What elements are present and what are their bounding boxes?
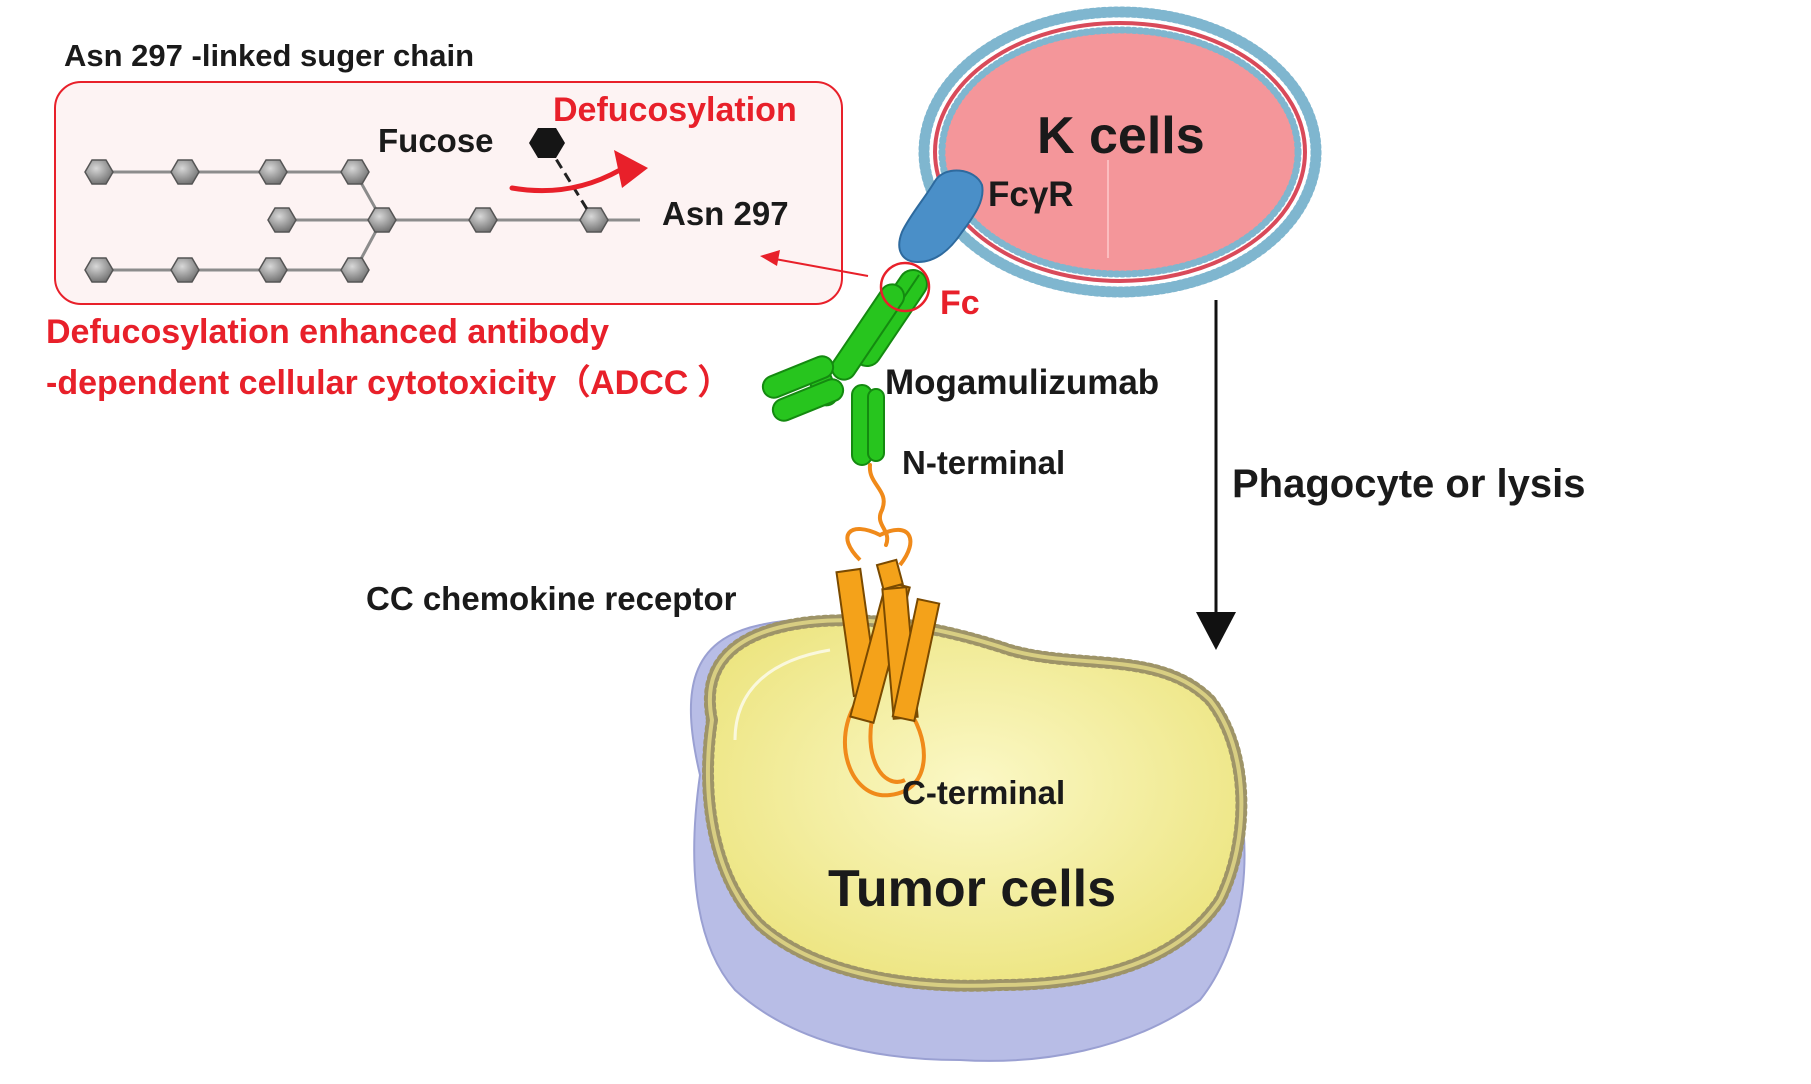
hexagon-sugar-icon	[170, 159, 200, 185]
curved-red-arrow-head	[614, 150, 648, 188]
fcgr-label: FcγR	[988, 175, 1074, 214]
sugar-units	[84, 159, 609, 283]
curved-red-arrow-icon	[509, 167, 623, 194]
hexagon-sugar-icon	[367, 207, 397, 233]
antibody	[761, 269, 928, 466]
fc-label: Fc	[940, 284, 980, 322]
hexagon-sugar-icon	[468, 207, 498, 233]
sugar-chain-panel	[54, 81, 843, 305]
fucose-bond	[546, 145, 592, 215]
hexagon-sugar-icon	[84, 159, 114, 185]
phagocyte-label: Phagocyte or lysis	[1232, 462, 1586, 506]
k-cells-label: K cells	[1037, 107, 1205, 165]
n-terminal-label: N-terminal	[902, 444, 1066, 481]
hexagon-sugar-icon	[340, 159, 370, 185]
defucosylation-label: Defucosylation	[553, 91, 797, 129]
hexagon-sugar-icon	[258, 159, 288, 185]
cc-chemokine-receptor	[835, 463, 941, 798]
tumor-cells-label: Tumor cells	[828, 860, 1117, 918]
k-cell	[918, 6, 1322, 298]
hexagon-sugar-icon	[267, 207, 297, 233]
hexagon-sugar-icon	[170, 257, 200, 283]
sugar-chain-title: Asn 297 -linked suger chain	[64, 38, 475, 73]
hexagon-sugar-icon	[340, 257, 370, 283]
fucose-label: Fucose	[378, 122, 494, 159]
hexagon-sugar-icon	[579, 207, 609, 233]
adcc-label-line1: Defucosylation enhanced antibody	[46, 313, 609, 351]
adcc-label-line2: -dependent cellular cytotoxicity（ADCC ）	[46, 364, 732, 402]
hexagon-sugar-icon	[84, 257, 114, 283]
fc-region-circle	[879, 261, 931, 313]
red-arrow-icon	[760, 250, 869, 277]
hexagon-sugar-icon	[258, 257, 288, 283]
mogamulizumab-label: Mogamulizumab	[885, 363, 1160, 402]
c-terminal-label: C-terminal	[902, 774, 1066, 811]
tumor-cell	[689, 614, 1248, 1062]
asn297-label: Asn 297	[662, 195, 789, 232]
fcgr-receptor	[898, 169, 984, 264]
cc-receptor-label: CC chemokine receptor	[366, 580, 737, 617]
fucose-hexagon-icon	[529, 128, 565, 158]
arrow-down-icon	[1196, 300, 1236, 650]
